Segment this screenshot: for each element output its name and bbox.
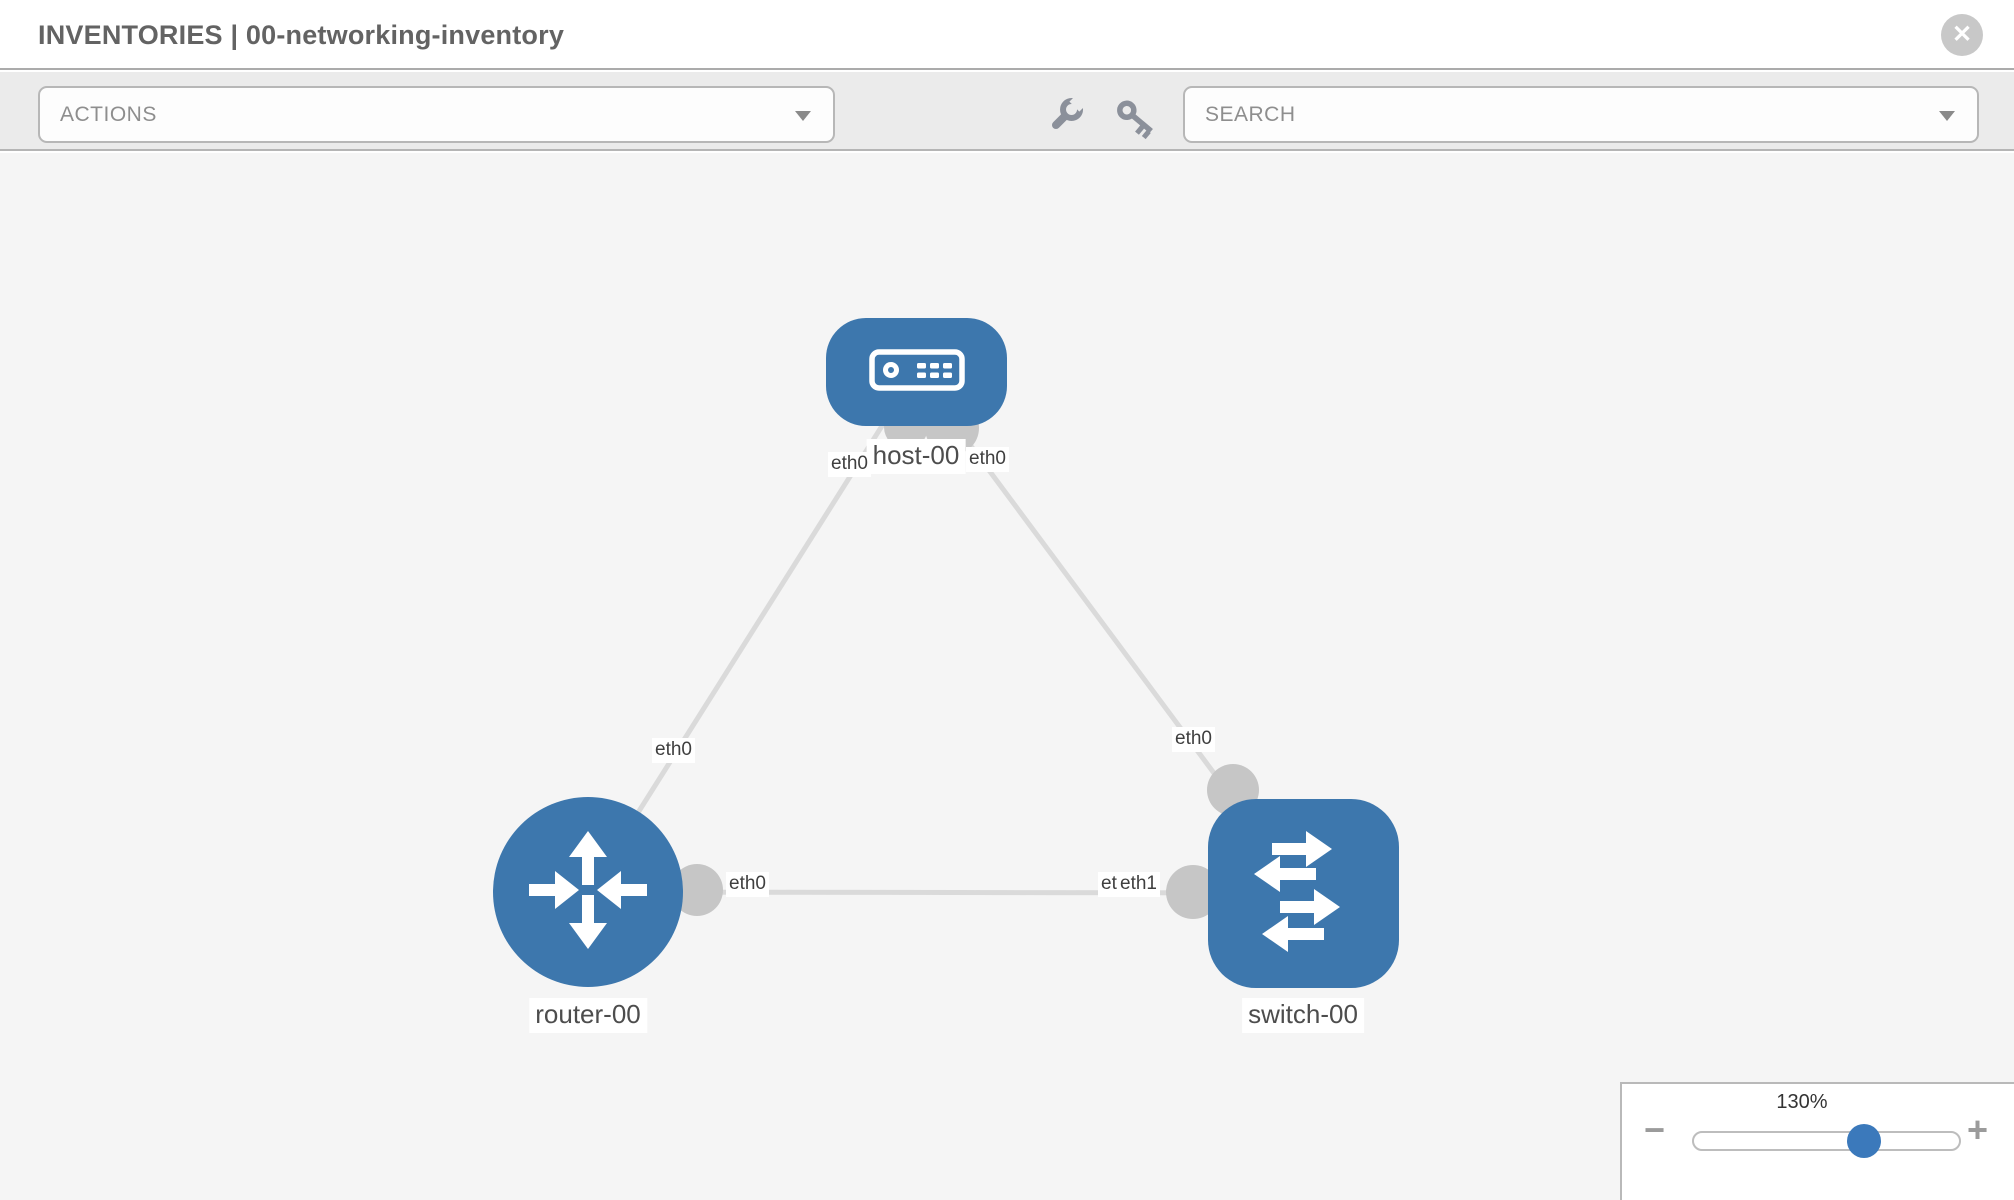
- configure-button[interactable]: [1048, 95, 1088, 141]
- zoom-control-panel: 130% − +: [1620, 1082, 2014, 1200]
- credentials-button[interactable]: [1114, 96, 1162, 145]
- chevron-down-icon: [1939, 110, 1955, 121]
- close-icon[interactable]: ✕: [1941, 14, 1983, 56]
- topology-links: [585, 370, 1306, 896]
- interface-label-host-right: eth0: [966, 447, 1009, 472]
- actions-dropdown-label: ACTIONS: [60, 102, 157, 126]
- node-switch-00[interactable]: [1208, 799, 1399, 988]
- node-label-host[interactable]: host-00: [866, 439, 966, 474]
- switch-icon: [1244, 829, 1364, 959]
- interface-label-host-left: eth0: [828, 452, 871, 477]
- actions-dropdown[interactable]: ACTIONS: [38, 86, 835, 143]
- zoom-slider-handle[interactable]: [1847, 1124, 1881, 1158]
- interface-label-bottom-left: eth0: [726, 872, 769, 897]
- node-router-00[interactable]: [493, 797, 683, 987]
- toolbar: ACTIONS: [0, 72, 2014, 151]
- zoom-level-value: 130%: [1776, 1091, 1828, 1113]
- interface-label-bottom-right: eth1: [1117, 872, 1160, 897]
- node-label-switch[interactable]: switch-00: [1242, 998, 1364, 1033]
- node-host-00[interactable]: [826, 318, 1007, 426]
- interface-label-router-top: eth0: [652, 738, 695, 763]
- chevron-down-icon: [795, 110, 811, 121]
- header: INVENTORIES | 00-networking-inventory ✕: [0, 0, 2014, 70]
- zoom-out-button[interactable]: −: [1644, 1109, 1666, 1150]
- router-icon: [523, 825, 653, 960]
- key-icon: [1114, 100, 1162, 144]
- topology-canvas[interactable]: host-00 router-00 switch-00 eth0 eth0 et…: [0, 153, 2014, 1200]
- search-dropdown[interactable]: SEARCH: [1183, 86, 1979, 143]
- node-label-router[interactable]: router-00: [529, 998, 647, 1033]
- page-title: INVENTORIES | 00-networking-inventory: [38, 20, 565, 50]
- zoom-slider-track[interactable]: [1692, 1131, 1961, 1151]
- host-icon: [868, 348, 965, 396]
- zoom-in-button[interactable]: +: [1967, 1109, 1989, 1150]
- interface-label-switch-top: eth0: [1172, 727, 1215, 752]
- search-dropdown-label: SEARCH: [1205, 102, 1296, 126]
- wrench-icon: [1048, 95, 1088, 140]
